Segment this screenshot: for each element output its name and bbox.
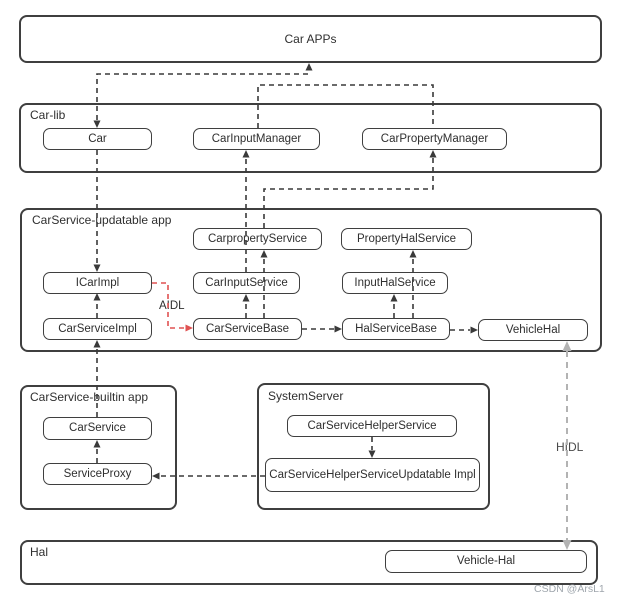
- group-builtin-app: [20, 385, 177, 510]
- node-vehicle-hal: VehicleHal: [478, 319, 588, 341]
- node-car-service-impl: CarServiceImpl: [43, 318, 152, 340]
- node-property-hal-service: PropertyHalService: [341, 228, 472, 250]
- group-updatable-app-label: CarService-updatable app: [32, 213, 172, 227]
- group-system-server-label: SystemServer: [268, 389, 344, 403]
- hidl-label: HIDL: [556, 440, 584, 454]
- node-car-service-base: CarServiceBase: [193, 318, 302, 340]
- aidl-label: AIDL: [159, 300, 185, 312]
- watermark: CSDN @ArsL1: [534, 583, 605, 595]
- node-car-service-helper-service-updatable-impl: CarServiceHelperServiceUpdatable Impl: [265, 458, 480, 492]
- node-carproperty-service: CarpropertyService: [193, 228, 322, 250]
- node-car-input-manager: CarInputManager: [193, 128, 320, 150]
- node-car-service-helper-service: CarServiceHelperService: [287, 415, 457, 437]
- node-input-hal-service: InputHalService: [342, 272, 448, 294]
- arrowhead: [305, 63, 313, 71]
- group-car-lib-label: Car-lib: [30, 108, 66, 122]
- node-car-property-manager: CarPropertyManager: [362, 128, 507, 150]
- node-icar-impl: ICarImpl: [43, 272, 152, 294]
- node-service-proxy: ServiceProxy: [43, 463, 152, 485]
- node-hal-service-base: HalServiceBase: [342, 318, 450, 340]
- node-car: Car: [43, 128, 152, 150]
- node-vehicle-hal-hw: Vehicle-Hal: [385, 550, 587, 573]
- group-hal-label: Hal: [30, 545, 49, 559]
- node-car-apps: Car APPs: [19, 15, 602, 63]
- node-car-service: CarService: [43, 417, 152, 440]
- group-builtin-app-label: CarService-builtin app: [30, 390, 149, 404]
- node-car-input-service: CarInputService: [193, 272, 300, 294]
